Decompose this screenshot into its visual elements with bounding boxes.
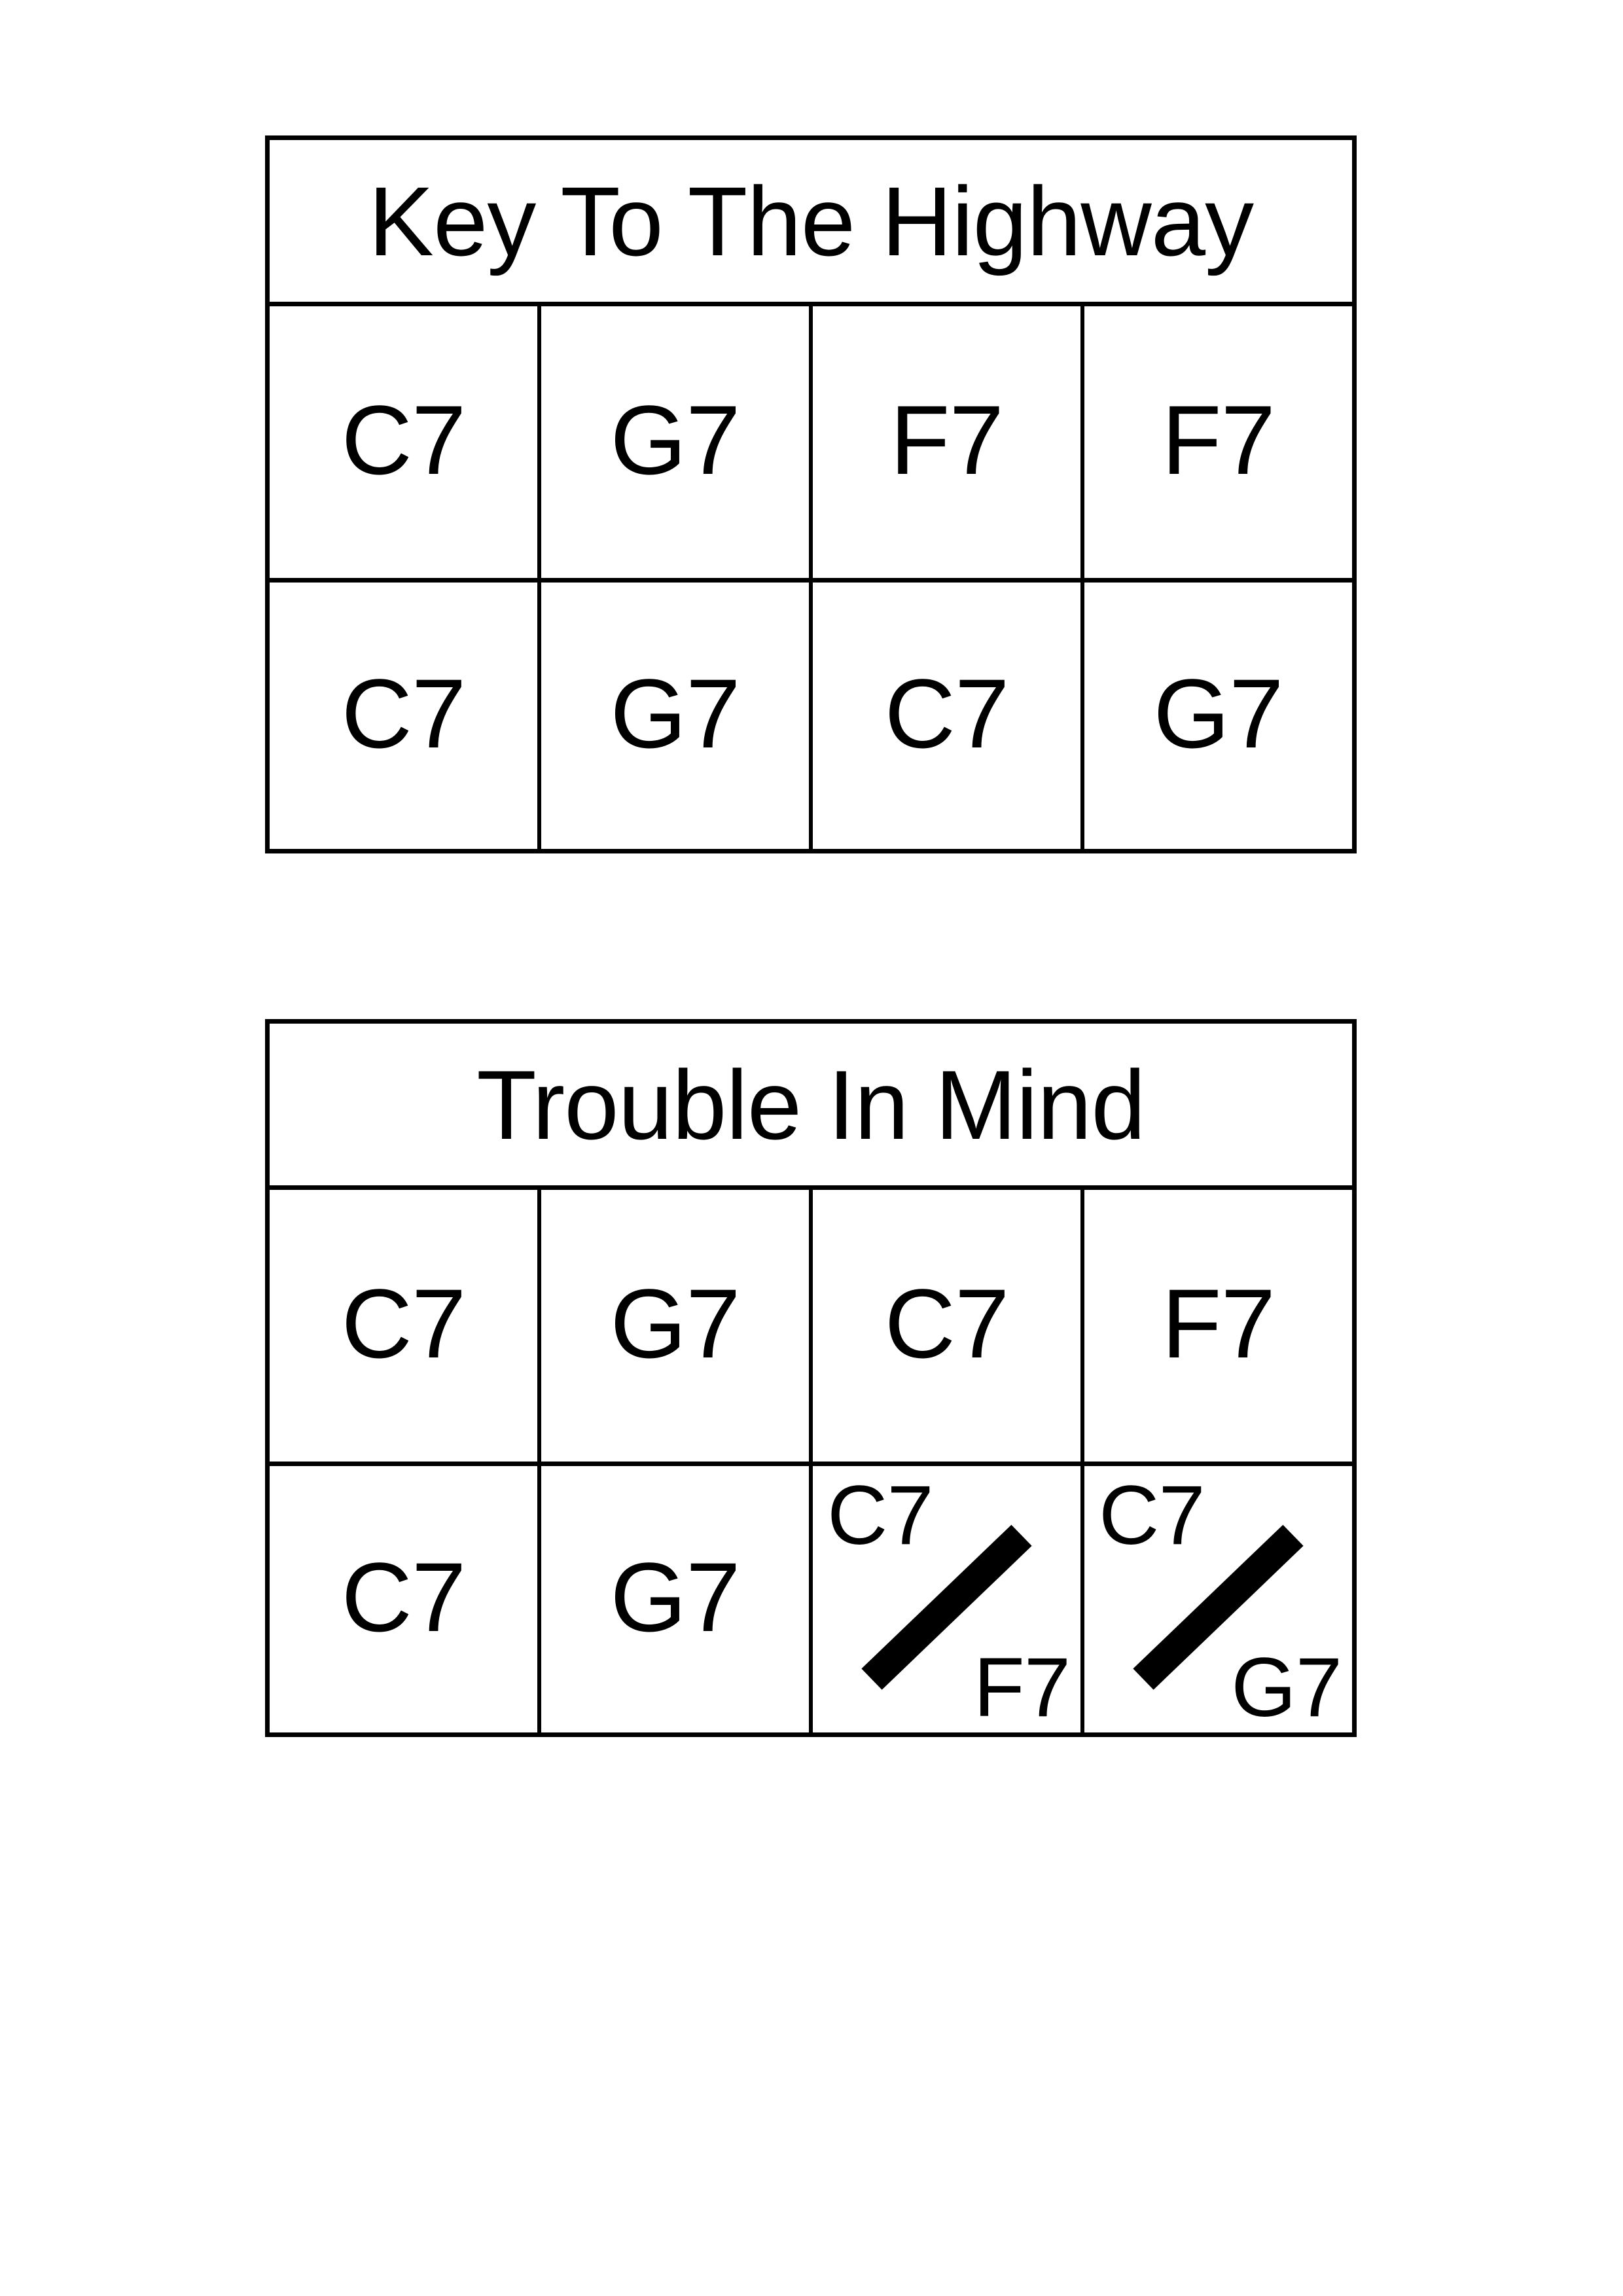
chord-label: F7 (1161, 384, 1275, 495)
chord-label: G7 (610, 1541, 740, 1652)
chord-label: F7 (1161, 1268, 1275, 1378)
chord-bar[interactable]: F7 (809, 306, 1080, 578)
chord-label: C7 (341, 384, 467, 495)
chart-title: Key To The Highway (270, 140, 1352, 306)
chord-label-second: G7 (1231, 1641, 1342, 1734)
chord-row: C7 G7 C7 F7 C7 G7 (270, 1462, 1352, 1732)
chord-label-first: C7 (827, 1469, 934, 1562)
chord-label: C7 (884, 658, 1010, 768)
chord-bar[interactable]: C7 (270, 1466, 537, 1732)
chord-label: F7 (889, 384, 1004, 495)
chord-label: C7 (341, 658, 467, 768)
chord-bar[interactable]: C7 (270, 1190, 537, 1462)
chord-bar[interactable]: C7 (270, 583, 537, 849)
chord-label: G7 (610, 1268, 740, 1378)
chord-bar[interactable]: F7 (1080, 1190, 1352, 1462)
chord-row: C7 G7 C7 F7 (270, 1190, 1352, 1462)
chord-bar[interactable]: F7 (1080, 306, 1352, 578)
chord-label: G7 (610, 384, 740, 495)
chord-bar[interactable]: G7 (537, 583, 809, 849)
chart-title: Trouble In Mind (270, 1024, 1352, 1190)
chord-bar[interactable]: G7 (1080, 583, 1352, 849)
chord-bar[interactable]: G7 (537, 1466, 809, 1732)
chord-chart-trouble-in-mind: Trouble In Mind C7 G7 C7 F7 C7 G7 C (265, 1019, 1357, 1737)
chord-bar[interactable]: G7 (537, 1190, 809, 1462)
chord-bar[interactable]: G7 (537, 306, 809, 578)
chord-label: C7 (341, 1541, 467, 1652)
chord-bar[interactable]: C7 (270, 306, 537, 578)
chord-chart-key-to-the-highway: Key To The Highway C7 G7 F7 F7 C7 G7 (265, 135, 1357, 853)
chord-bar[interactable]: C7 (809, 1190, 1080, 1462)
chord-row: C7 G7 F7 F7 (270, 306, 1352, 578)
chord-label: C7 (884, 1268, 1010, 1378)
chord-row: C7 G7 C7 G7 (270, 578, 1352, 849)
chord-label-second: F7 (973, 1641, 1071, 1734)
chord-label: G7 (1153, 658, 1283, 768)
chord-label: C7 (341, 1268, 467, 1378)
chord-label-first: C7 (1099, 1469, 1205, 1562)
chord-label: G7 (610, 658, 740, 768)
chord-bar-split[interactable]: C7 G7 (1080, 1466, 1352, 1732)
chord-bar-split[interactable]: C7 F7 (809, 1466, 1080, 1732)
chord-bar[interactable]: C7 (809, 583, 1080, 849)
